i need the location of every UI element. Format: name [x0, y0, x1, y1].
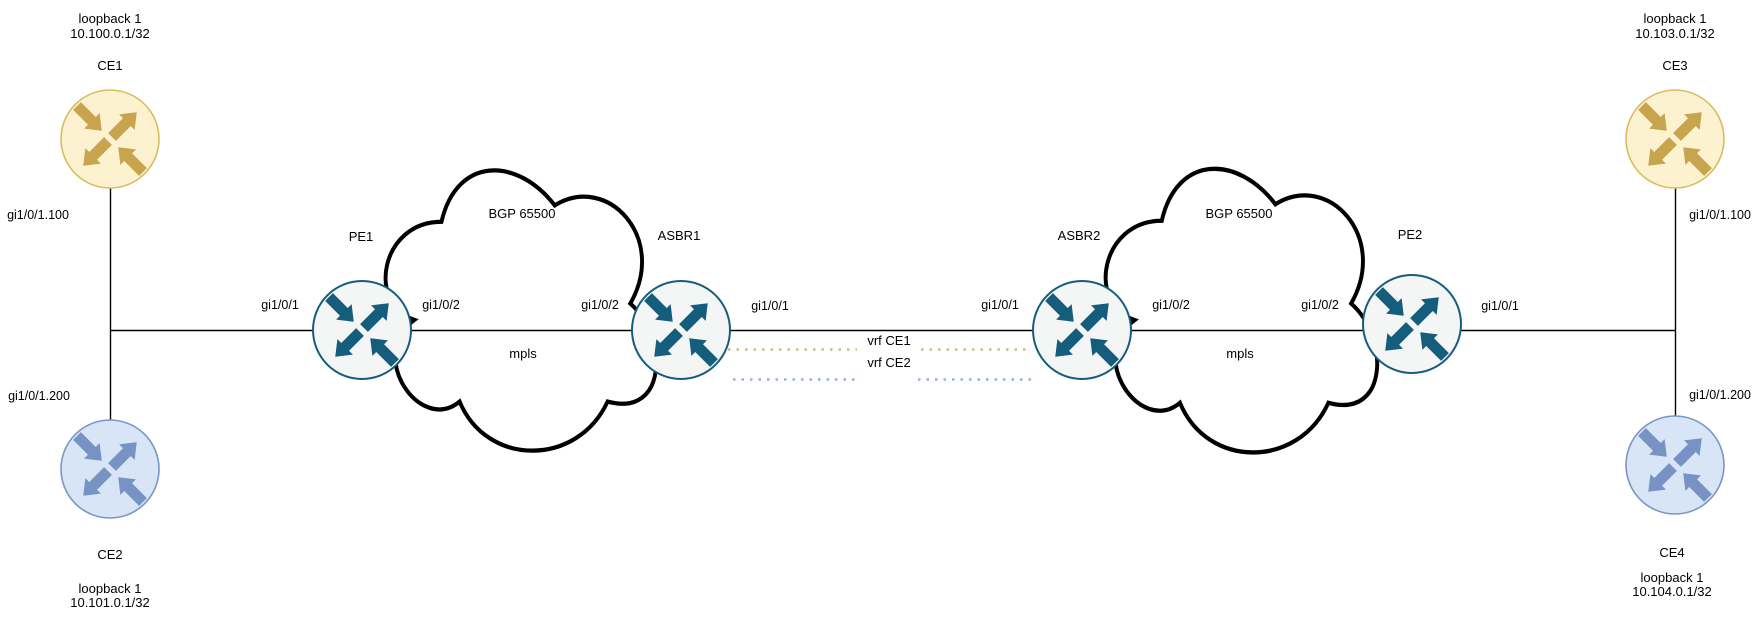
vrf-ce1-label: vrf CE1 — [867, 333, 910, 348]
interface-label-asbr1-right: gi1/0/1 — [751, 299, 789, 313]
interface-label-ce4: gi1/0/1.200 — [1689, 388, 1751, 402]
interface-label-asbr2-right: gi1/0/2 — [1152, 298, 1190, 312]
cloud-left-mpls-label: mpls — [509, 346, 537, 361]
ce2-name-label: CE2 — [97, 547, 122, 562]
router-ce3[interactable] — [1625, 89, 1725, 189]
ce4-loopback-label: loopback 1 — [1641, 570, 1704, 585]
router-pe2[interactable] — [1362, 274, 1462, 374]
router-ce4[interactable] — [1625, 415, 1725, 515]
vrf-ce2-label: vrf CE2 — [867, 355, 910, 370]
asbr1-name-label: ASBR1 — [658, 228, 701, 243]
interface-label-ce2: gi1/0/1.200 — [8, 389, 70, 403]
ce2-loopback-label: loopback 1 — [79, 581, 142, 596]
router-asbr1[interactable] — [631, 280, 731, 380]
ce3-loopback-ip: 10.103.0.1/32 — [1635, 26, 1715, 41]
pe1-name-label: PE1 — [349, 229, 374, 244]
ce4-loopback-ip: 10.104.0.1/32 — [1632, 584, 1712, 599]
interface-label-pe1-right: gi1/0/2 — [422, 298, 460, 312]
ce1-name-label: CE1 — [97, 58, 122, 73]
cloud-right-mpls-label: mpls — [1226, 346, 1254, 361]
ce1-loopback-label: loopback 1 — [79, 11, 142, 26]
ce3-name-label: CE3 — [1662, 58, 1687, 73]
asbr2-name-label: ASBR2 — [1058, 228, 1101, 243]
cloud-right-bgp-label: BGP 65500 — [1206, 206, 1273, 221]
interface-label-ce3: gi1/0/1.100 — [1689, 208, 1751, 222]
interface-label-pe1-left: gi1/0/1 — [261, 298, 299, 312]
ce4-name-label: CE4 — [1659, 545, 1684, 560]
interface-label-asbr2-left: gi1/0/1 — [981, 298, 1019, 312]
interface-label-asbr1-left: gi1/0/2 — [581, 298, 619, 312]
interface-label-ce1: gi1/0/1.100 — [7, 208, 69, 222]
interface-label-pe2-right: gi1/0/1 — [1481, 299, 1519, 313]
interface-label-pe2-left: gi1/0/2 — [1301, 298, 1339, 312]
pe2-name-label: PE2 — [1398, 227, 1423, 242]
ce1-loopback-ip: 10.100.0.1/32 — [70, 26, 150, 41]
ce3-loopback-label: loopback 1 — [1644, 11, 1707, 26]
router-pe1[interactable] — [312, 280, 412, 380]
router-asbr2[interactable] — [1032, 280, 1132, 380]
ce2-loopback-ip: 10.101.0.1/32 — [70, 595, 150, 610]
router-ce1[interactable] — [60, 89, 160, 189]
cloud-left-bgp-label: BGP 65500 — [489, 206, 556, 221]
router-ce2[interactable] — [60, 419, 160, 519]
